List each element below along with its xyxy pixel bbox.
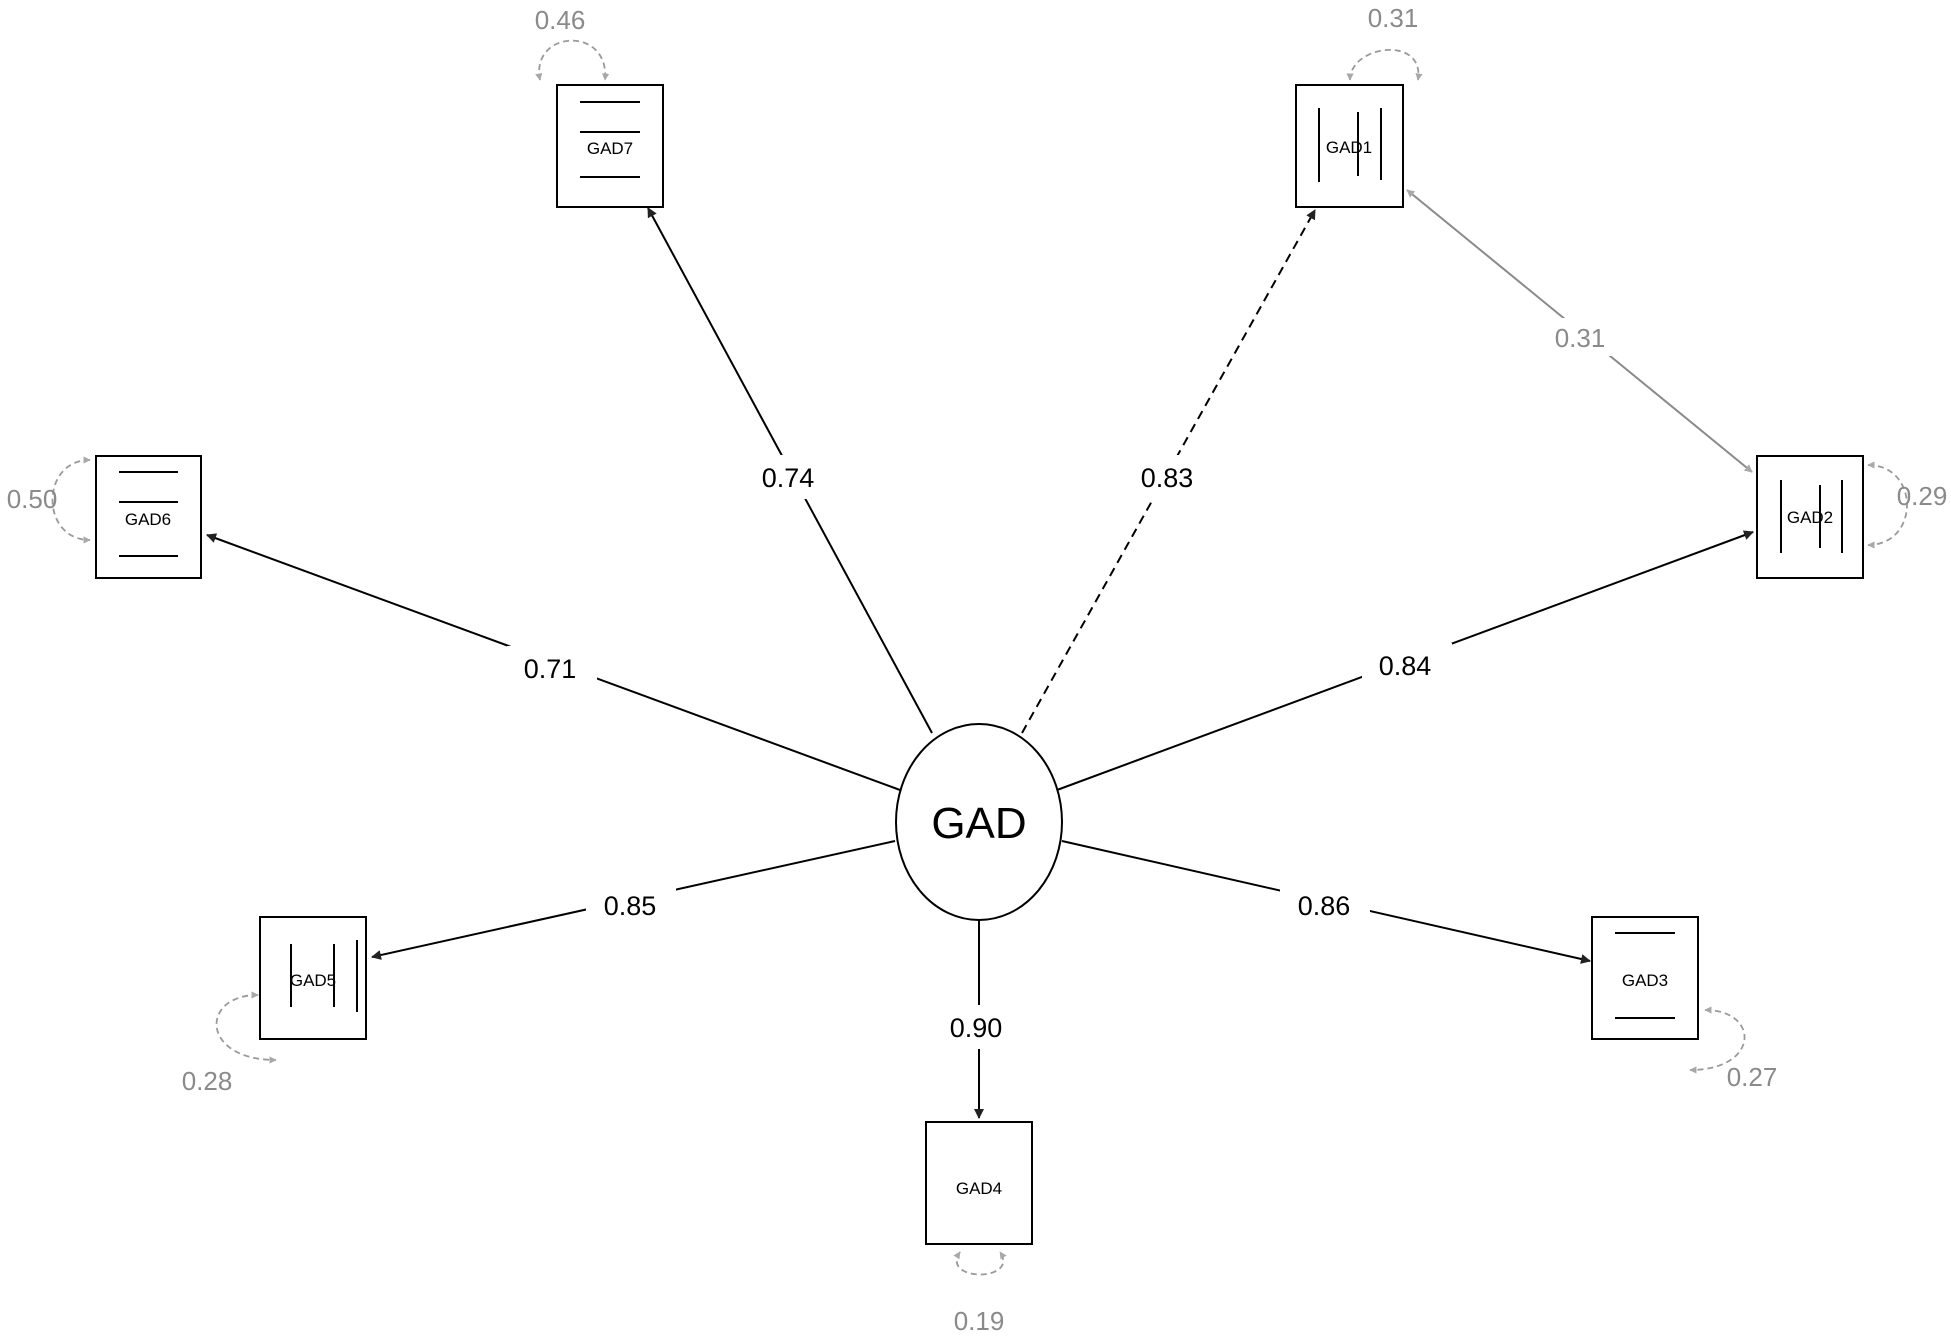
path-gad-to-gad1 <box>1021 209 1316 734</box>
residual-loop-gad7 <box>535 39 610 81</box>
loading-label-gad4: 0.90 <box>950 1013 1003 1043</box>
indicator-gad5: GAD5 <box>259 916 367 1040</box>
indicator-gad4: GAD4 <box>925 1121 1033 1245</box>
residual-loop-gad2 <box>1867 461 1908 549</box>
loading-label-gad7: 0.74 <box>762 463 815 493</box>
loading-paths <box>206 207 1754 1119</box>
residual-label-gad2: 0.29 <box>1897 481 1948 511</box>
residual-label-gad7: 0.46 <box>535 5 586 35</box>
residual-loop-gad6 <box>51 456 91 544</box>
indicator-gad3: GAD3 <box>1591 916 1699 1040</box>
latent-label: GAD <box>931 799 1026 848</box>
indicator-label-gad1: GAD1 <box>1326 138 1372 157</box>
indicator-label-gad7: GAD7 <box>587 139 633 158</box>
indicator-label-gad6: GAD6 <box>125 510 171 529</box>
loading-label-gad5: 0.85 <box>604 891 657 921</box>
indicator-label-gad3: GAD3 <box>1622 971 1668 990</box>
residual-labels: 0.31 0.29 0.27 0.19 0.28 0.50 0.46 <box>7 3 1948 1336</box>
residual-loop-gad1 <box>1346 48 1423 81</box>
loading-label-gad3: 0.86 <box>1298 891 1351 921</box>
covariance-label-gad1-gad2: 0.31 <box>1555 323 1606 353</box>
indicator-gad7: GAD7 <box>556 84 664 208</box>
loading-label-gad2: 0.84 <box>1379 651 1432 681</box>
loading-label-gad1: 0.83 <box>1141 463 1194 493</box>
loading-label-gad6: 0.71 <box>524 654 577 684</box>
residual-loop-gad4 <box>953 1251 1007 1276</box>
residual-label-gad3: 0.27 <box>1727 1062 1778 1092</box>
indicator-label-gad5: GAD5 <box>290 971 336 990</box>
indicator-gad1: GAD1 <box>1295 84 1404 208</box>
indicator-gad6: GAD6 <box>95 455 202 579</box>
residual-label-gad6: 0.50 <box>7 484 58 514</box>
latent-node-gad <box>895 723 1063 921</box>
loading-labels: 0.83 0.84 0.86 0.90 0.85 0.71 0.74 <box>507 455 1452 1049</box>
residual-label-gad1: 0.31 <box>1368 3 1419 33</box>
residual-label-gad5: 0.28 <box>182 1066 233 1096</box>
indicator-label-gad2: GAD2 <box>1787 508 1833 527</box>
indicator-label-gad4: GAD4 <box>956 1179 1002 1198</box>
indicator-gad2: GAD2 <box>1756 455 1864 579</box>
residual-loop-gad3 <box>1689 1006 1746 1074</box>
residual-loops <box>51 39 1908 1276</box>
residual-label-gad4: 0.19 <box>954 1306 1005 1336</box>
